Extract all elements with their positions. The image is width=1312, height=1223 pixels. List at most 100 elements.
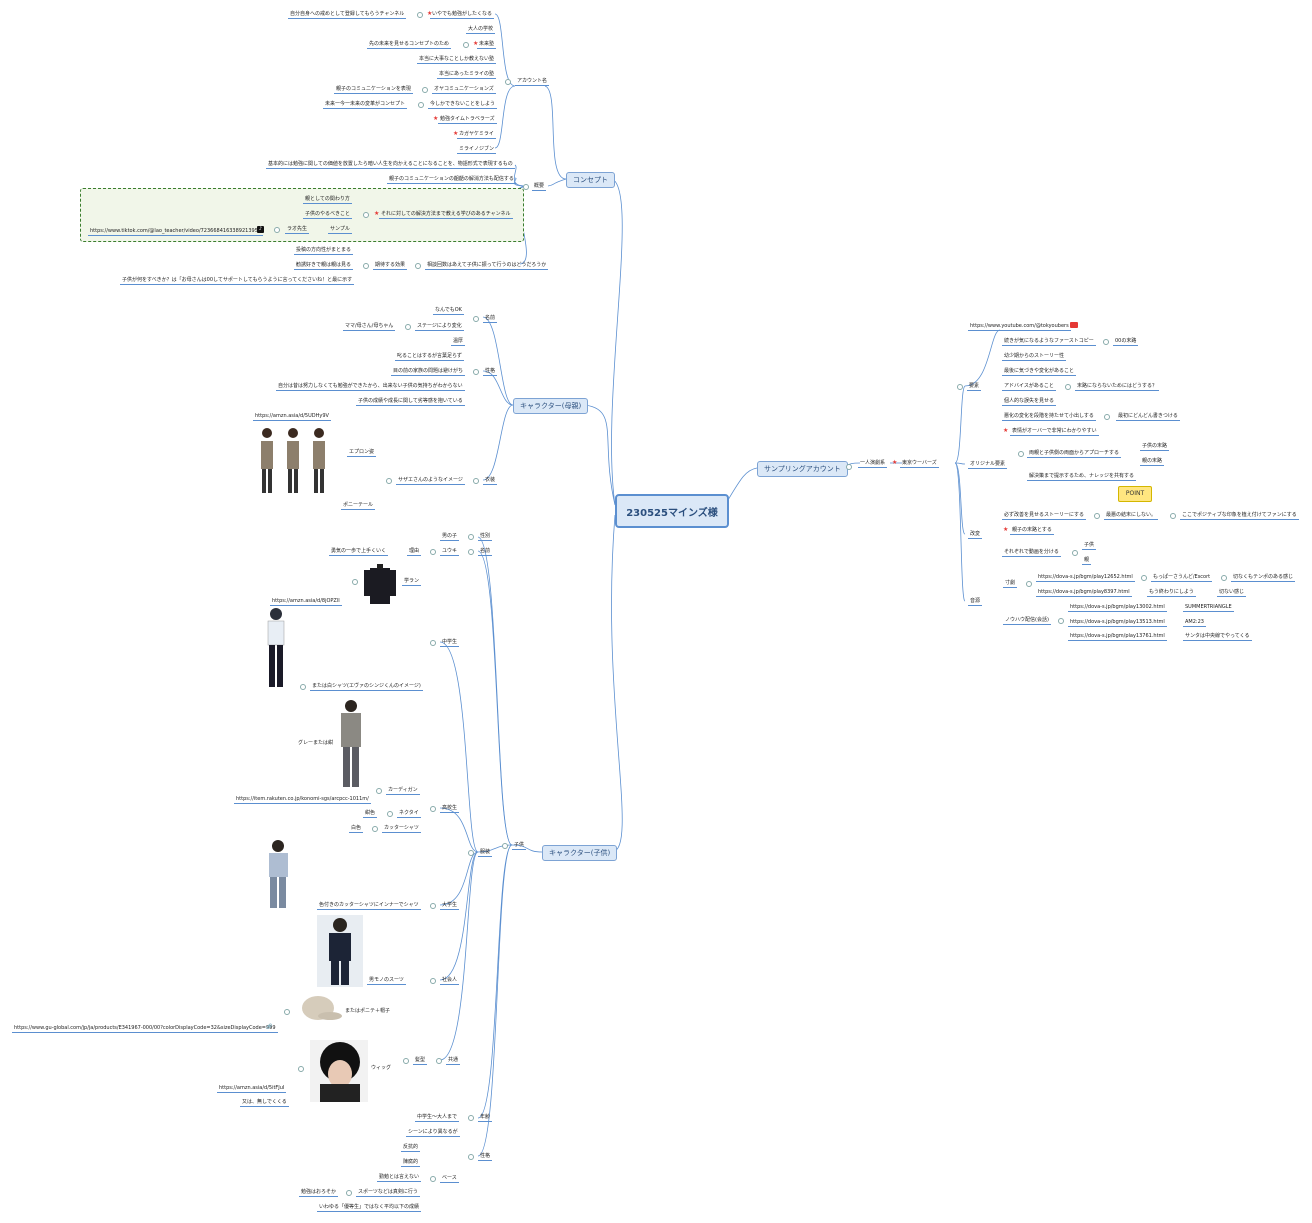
audio-name[interactable]: もう終わりにしよう (1147, 589, 1196, 597)
topic-concept[interactable]: コンセプト (566, 172, 615, 188)
cardigan[interactable]: カーディガン (386, 787, 420, 795)
topic-child[interactable]: キャラクター(子供) (542, 845, 618, 861)
collapse-toggle-icon[interactable] (436, 1058, 442, 1064)
solo-drama[interactable]: 一人演劇系 (858, 460, 888, 468)
child-personality-label[interactable]: 性格 (478, 1153, 493, 1161)
account-name-label[interactable]: アカウント名 (515, 78, 550, 86)
element-note[interactable]: 最初にどんどん書きつける (1116, 413, 1180, 421)
account-name-item[interactable]: 未来塾 (477, 41, 497, 49)
base-item[interactable]: 反抗的 (401, 1144, 421, 1152)
element-item[interactable]: 表情がオーバーで非常にわかりやすい (1010, 428, 1099, 436)
collapse-toggle-icon[interactable] (1094, 513, 1100, 519)
collapse-toggle-icon[interactable] (372, 826, 378, 832)
element-item[interactable]: アドバイスがあること (1002, 383, 1056, 391)
tie-color[interactable]: 紺色 (363, 810, 378, 818)
mother-trait[interactable]: 目の前の家族の問題は避けがち (391, 368, 466, 376)
collapse-toggle-icon[interactable] (1018, 451, 1024, 457)
mother-clothes-link[interactable]: https://amzn.asia/d/5UDHy9V (253, 413, 331, 421)
base-item[interactable]: スポーツなどは真剣に行う (356, 1189, 420, 1197)
collapse-toggle-icon[interactable] (376, 788, 382, 794)
element-item[interactable]: 幼少期からのストーリー性 (1002, 353, 1067, 361)
channel-item[interactable]: 親としての関わり方 (303, 196, 352, 204)
overview-item[interactable]: 基本的には勉強に関しての価値を放置したら暗い人生を向かえることになることを、物語… (266, 161, 515, 169)
shirt-color[interactable]: 白色 (349, 825, 364, 833)
cutter-shirt[interactable]: カッターシャツ (382, 825, 421, 833)
collapse-toggle-icon[interactable] (284, 1009, 290, 1015)
collapse-toggle-icon[interactable] (405, 324, 411, 330)
expect-item[interactable]: 勧誘好きで親は親は見る (294, 262, 354, 270)
wig-note[interactable]: 又は、無しでくくる (240, 1099, 289, 1107)
original-sub[interactable]: 親の末路 (1140, 458, 1165, 466)
collapse-toggle-icon[interactable] (1065, 384, 1071, 390)
improve-note[interactable]: 最悪の結末にしない。 (1104, 512, 1159, 520)
account-name-item[interactable]: 本当にあったミライの塾 (437, 71, 497, 79)
adult-suit[interactable]: 男モノのスーツ (367, 977, 406, 985)
child-name-meaning[interactable]: 勇気の一歩で上手くいく (329, 548, 389, 556)
cap[interactable]: またはポニテ＋帽子 (345, 1008, 391, 1014)
audio-desc[interactable]: 切なくもテンポのある感じ (1231, 574, 1296, 582)
original-label[interactable]: オリジナル要素 (968, 461, 1008, 469)
tie[interactable]: ネクタイ (397, 810, 421, 818)
mother-apron[interactable]: エプロン姿 (347, 449, 377, 457)
account-name-item[interactable]: 本当に大事なことしか教えない塾 (417, 56, 497, 64)
account-name-note[interactable]: 未来一今一未来の変革がコンセプト (323, 101, 408, 109)
topic-sampling[interactable]: サンプリングアカウント (757, 461, 848, 477)
improve-label[interactable]: 改変 (968, 531, 983, 539)
element-item[interactable]: 悪化の変化を段階を持たせて小出しする (1002, 413, 1096, 421)
sample-teacher[interactable]: ラオ先生 (285, 226, 310, 234)
child-name-meaning-label[interactable]: 理由 (407, 548, 422, 556)
college-clothes[interactable]: 色付きのカッターシャツにインナーでシャツ (317, 902, 421, 910)
account-name-note[interactable]: 親子のコミュニケーションを表現 (334, 86, 413, 94)
collapse-toggle-icon[interactable] (430, 903, 436, 909)
channel-solution[interactable]: それに対しての解決方法まで教える学びのあるチャンネル (379, 211, 513, 219)
collapse-toggle-icon[interactable] (1103, 339, 1109, 345)
collapse-toggle-icon[interactable] (346, 1190, 352, 1196)
improve-sub[interactable]: 親 (1082, 557, 1092, 565)
collapse-toggle-icon[interactable] (1058, 618, 1064, 624)
account-name-item[interactable]: カガヤケミライ (457, 131, 496, 139)
element-item[interactable]: 最後に気づきや変化があること (1002, 368, 1077, 376)
adult-label[interactable]: 社会人 (440, 977, 460, 985)
sample-link[interactable]: https://www.tiktok.com/@lao_teacher/vide… (88, 228, 264, 236)
audio-url[interactable]: https://dova-s.jp/bgm/play8397.html (1036, 589, 1132, 597)
mother-ponytail[interactable]: ポニーテール (341, 502, 376, 510)
hair-label[interactable]: 髪型 (413, 1057, 428, 1065)
account-name-item[interactable]: いやでも勉強がしたくなる (430, 11, 495, 19)
overview-item[interactable]: 親子のコミュニケーションの齟齬の解消方法も配信する (387, 176, 516, 184)
college-label[interactable]: 大学生 (440, 902, 460, 910)
base-label[interactable]: ベース (440, 1175, 459, 1183)
overview-label[interactable]: 概要 (532, 183, 547, 191)
cardigan-link[interactable]: https://item.rakuten.co.jp/konomi-sgs/ar… (234, 796, 371, 804)
child-clothes-label[interactable]: 服装 (478, 849, 493, 857)
link-icon[interactable]: 🔗 (266, 1024, 273, 1030)
expect-question[interactable]: 相談回数はあえて子供に振って行うのはどうだろうか (425, 262, 549, 270)
wig[interactable]: ウィッグ (371, 1065, 392, 1071)
improve-item[interactable]: 必ず改善を見せるストーリーにする (1002, 512, 1087, 520)
child-name[interactable]: ユウキ (440, 548, 460, 556)
collapse-toggle-icon[interactable] (1104, 414, 1110, 420)
mother-trait[interactable]: 自分は昔は努力しなくても勉強ができたから、出来ない子供の気持ちがわからない (276, 383, 465, 391)
account-name-item[interactable]: オヤコミュニケーションズ (432, 86, 496, 94)
audio-name[interactable]: SUMMERTRIANGLE (1183, 604, 1234, 612)
account-name-note[interactable]: 先の未来を見せるコンセプトのため (367, 41, 452, 49)
child-label[interactable]: 子供 (512, 842, 527, 850)
account-name-item[interactable]: 大人の学校 (466, 26, 496, 34)
account-name-item[interactable]: 今しかできないことをしよう (428, 101, 498, 109)
element-note[interactable]: 末路にならないためにはどうする？ (1075, 383, 1160, 391)
base-item[interactable]: いわゆる「優等生」ではなく平均以下の成績 (317, 1204, 422, 1212)
account-name-note[interactable]: 自分自身への戒めとして登録してもらうチャンネル (288, 11, 407, 19)
improve-sub[interactable]: 子供 (1082, 542, 1097, 550)
collapse-toggle-icon[interactable] (417, 12, 423, 18)
base-item[interactable]: 陳腐的 (401, 1159, 421, 1167)
audio-url[interactable]: https://dova-s.jp/bgm/play13513.html (1068, 619, 1167, 627)
collapse-toggle-icon[interactable] (386, 478, 392, 484)
knowhow-label[interactable]: ノウハウ配信(会話) (1003, 617, 1051, 625)
audio-label[interactable]: 音源 (968, 598, 983, 606)
collapse-toggle-icon[interactable] (430, 1176, 436, 1182)
child-gender[interactable]: 男の子 (440, 533, 460, 541)
collapse-toggle-icon[interactable] (502, 843, 508, 849)
collapse-toggle-icon[interactable] (422, 87, 428, 93)
audio-desc[interactable]: 切ない感じ (1217, 589, 1247, 597)
collapse-toggle-icon[interactable] (430, 806, 436, 812)
study-note[interactable]: 勉強はおろそか (299, 1189, 339, 1197)
